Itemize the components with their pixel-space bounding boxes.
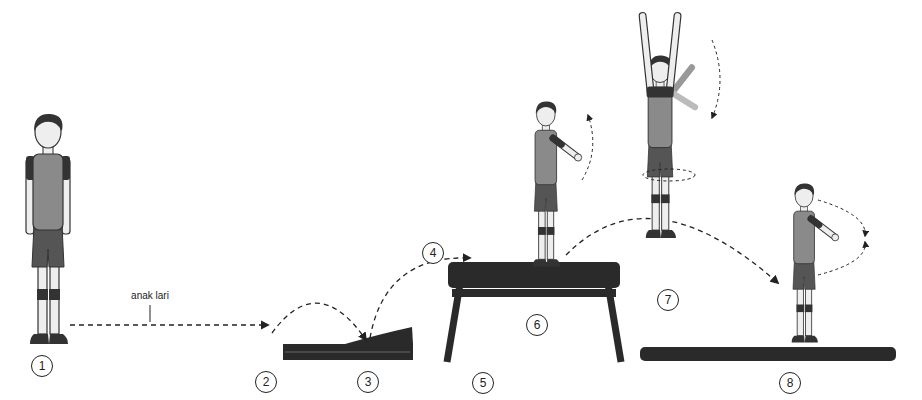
callout-number: 8 [779, 372, 801, 394]
callout-number: 5 [472, 372, 494, 394]
callout-number: 2 [255, 371, 277, 393]
callout-number: 7 [657, 289, 679, 311]
annotation-text: anak lari [129, 290, 171, 302]
callout-number: 6 [526, 314, 548, 336]
callout-number: 3 [357, 371, 379, 393]
callout-number: 1 [31, 355, 53, 377]
callout-number: 4 [422, 242, 444, 264]
